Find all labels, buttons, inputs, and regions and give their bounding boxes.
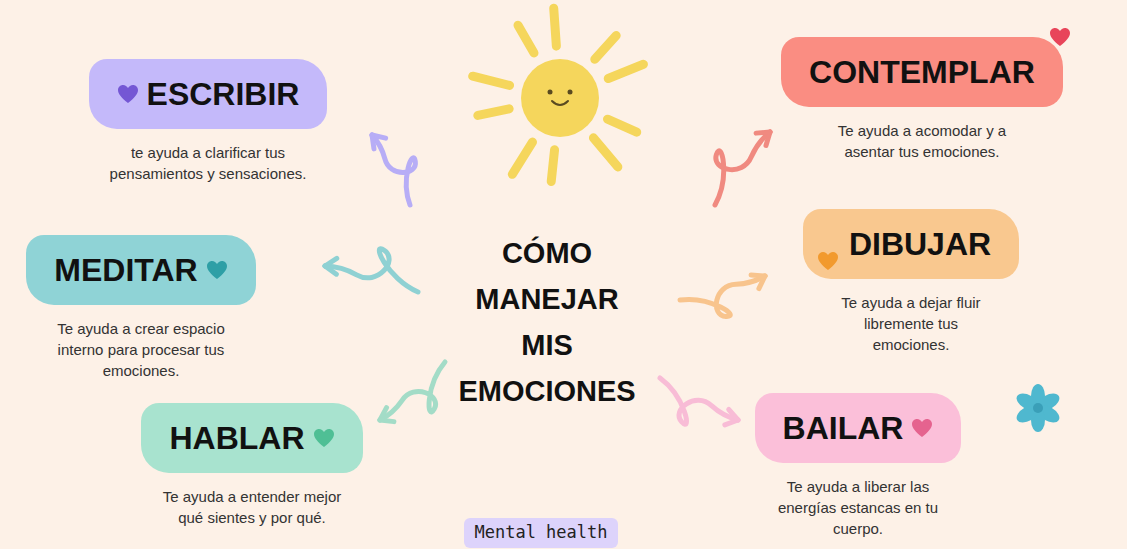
pill-shape: DIBUJAR xyxy=(803,209,1019,280)
heart-shape xyxy=(1050,28,1070,46)
sun-ray xyxy=(608,119,637,132)
activity-node: HABLAR Te ayuda a entender mejor qué sien… xyxy=(141,403,362,529)
activity-description: Te ayuda a acomodar y a asentar tus emoc… xyxy=(834,120,1009,162)
activity-heading: MEDITAR xyxy=(54,252,197,289)
sun-ray xyxy=(554,8,557,46)
sun-disc xyxy=(521,59,599,137)
heart-shape xyxy=(207,261,227,279)
activity-heading: BAILAR xyxy=(783,410,904,447)
activity-heading: ESCRIBIR xyxy=(147,76,300,113)
tag-shape: Mental health xyxy=(464,518,617,548)
heart-shape xyxy=(818,252,838,270)
pill-shape: HABLAR xyxy=(141,403,362,474)
arrow-head xyxy=(729,409,738,420)
activity-heading: HABLAR xyxy=(169,420,304,457)
heart-icon xyxy=(313,428,335,448)
activity-node: CONTEMPLAR Te ayuda a acomodar y a asenta… xyxy=(781,37,1063,163)
sun-ray xyxy=(473,76,510,85)
sun-ray xyxy=(518,25,534,53)
activity-node: DIBUJAR Te ayuda a dejar fluir libremente… xyxy=(803,209,1019,356)
activity-node: ESCRIBIR te ayuda a clarificar tus pensam… xyxy=(89,59,328,185)
tag-node: Mental health xyxy=(464,518,617,548)
activity-description: Te ayuda a liberar las energías estancas… xyxy=(771,476,946,539)
sun-ray xyxy=(512,142,532,174)
flower-icon xyxy=(1014,384,1063,432)
sun-ray xyxy=(608,64,643,78)
flower-center xyxy=(1033,403,1043,413)
activity-description: Te ayuda a dejar fluir libremente tus em… xyxy=(831,292,991,355)
squiggle-arrow xyxy=(380,362,445,420)
heart-icon xyxy=(911,418,933,438)
squiggle-arrows xyxy=(325,132,770,425)
pill-shape: CONTEMPLAR xyxy=(781,37,1063,108)
sun-illustration xyxy=(473,8,644,181)
activity-node: MEDITAR Te ayuda a crear espacio interno … xyxy=(26,235,255,382)
squiggle-arrow xyxy=(715,132,770,205)
sun-ray xyxy=(478,109,509,116)
pill-shape: ESCRIBIR xyxy=(89,59,328,130)
activity-heading: DIBUJAR xyxy=(849,226,991,263)
heart-icon xyxy=(1049,27,1071,47)
activity-description: te ayuda a clarificar tus pensamientos y… xyxy=(98,142,318,184)
squiggle-arrow xyxy=(372,135,415,205)
sun-ray xyxy=(593,138,617,167)
squiggle-arrow xyxy=(660,378,738,424)
arrow-head xyxy=(756,132,770,133)
activity-description: Te ayuda a entender mejor qué sientes y … xyxy=(152,486,352,528)
title: CÓMO MANEJAR MIS EMOCIONES xyxy=(458,230,635,414)
arrow-head xyxy=(751,275,765,276)
heart-shape xyxy=(118,85,138,103)
sun-smile xyxy=(552,101,568,105)
sun-eye xyxy=(548,90,553,95)
arrow-head xyxy=(380,420,394,422)
heart-icon xyxy=(206,260,228,280)
arrow-head xyxy=(372,135,374,149)
pill-shape: BAILAR xyxy=(755,393,962,464)
squiggle-arrow xyxy=(680,276,765,316)
activity-description: Te ayuda a crear espacio interno para pr… xyxy=(41,318,241,381)
sun-eye xyxy=(568,90,573,95)
activity-node: BAILAR Te ayuda a liberar las energías es… xyxy=(755,393,962,540)
tag-text: Mental health xyxy=(474,523,607,543)
pill-shape: MEDITAR xyxy=(26,235,255,306)
heart-shape xyxy=(314,429,334,447)
sun-ray xyxy=(595,36,616,60)
arrow-head xyxy=(325,266,336,274)
heart-icon xyxy=(817,251,839,271)
heart-icon xyxy=(117,84,139,104)
activity-heading: CONTEMPLAR xyxy=(809,54,1035,91)
heart-shape xyxy=(912,419,932,437)
squiggle-arrow xyxy=(325,249,418,292)
sun-ray xyxy=(551,150,554,182)
